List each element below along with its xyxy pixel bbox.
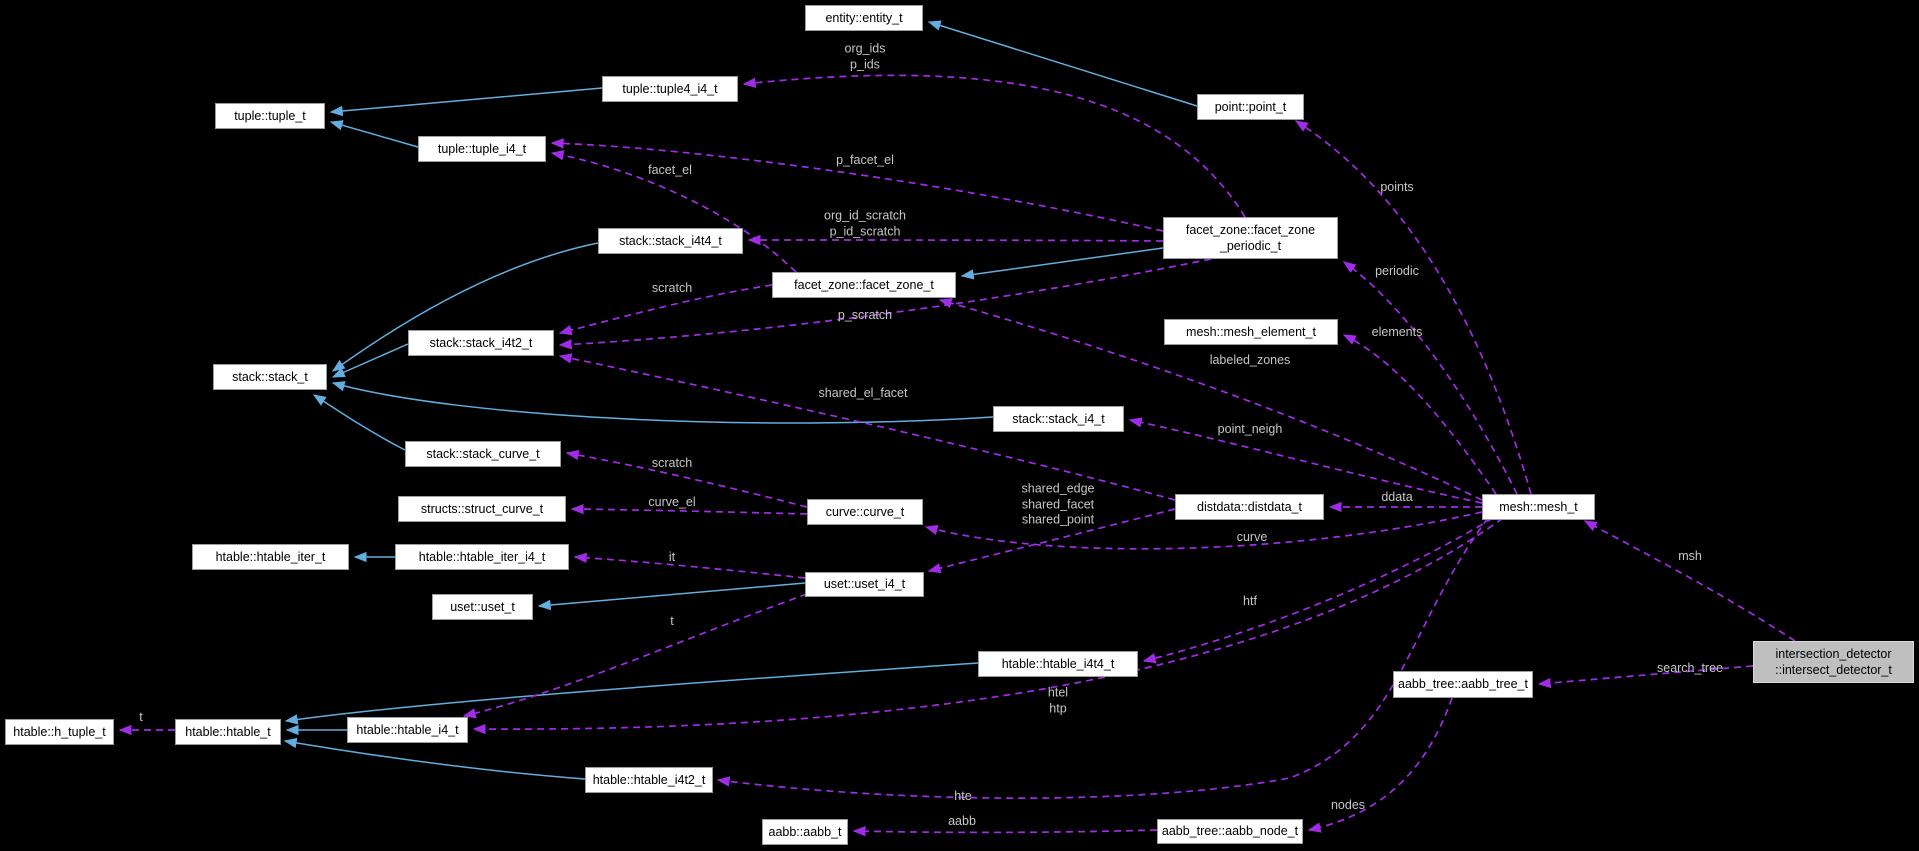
edge-uset-uset-i4-t-to-htable-htable-i4-t (462, 593, 808, 719)
edge-mesh-mesh-t-to-facet-zone-facet-zone-periodic-t (1342, 261, 1518, 495)
edge-mesh-mesh-t-to-htable-htable-i4t2-t (716, 517, 1489, 799)
edge-curve-curve-t-to-stack-stack-curve-t (565, 449, 808, 508)
edge-label-labeled_zones: labeled_zones (1209, 353, 1291, 368)
node-aabb-tree-aabb-tree-t[interactable]: aabb_tree::aabb_tree_t (1393, 671, 1533, 698)
node-htable-htable-iter-t[interactable]: htable::htable_iter_t (192, 544, 349, 570)
edge-facet-zone-facet-zone-t-to-stack-stack-i4t2-t (558, 284, 773, 336)
node-facet-zone-facet-zone-periodic-t[interactable]: facet_zone::facet_zone _periodic_t (1163, 217, 1338, 259)
edge-label-shared_edge: shared_edge shared_facet shared_point (1021, 481, 1095, 527)
edge-distdata-distdata-t-to-uset-uset-i4-t (927, 508, 1176, 574)
edge-intersection-detector-intersect-detector-t-to-aabb-tree-aabb-tree-t (1537, 665, 1754, 689)
edge-mesh-mesh-t-to-point-point-t (1294, 120, 1532, 495)
edge-label-hte: hte (954, 789, 972, 804)
edge-label-aabb: aabb (948, 814, 976, 829)
edge-stack-stack-i4t2-t-to-stack-stack-t (331, 343, 409, 378)
edge-label-points: points (1380, 180, 1414, 195)
node-intersection-detector-intersect-detector-t: intersection_detector ::intersect_detect… (1753, 641, 1914, 683)
edge-label-nodes: nodes (1330, 798, 1366, 813)
edge-label-msh: msh (1678, 549, 1702, 564)
edge-label-facet_el: facet_el (648, 163, 692, 178)
edge-label-point_neigh: point_neigh (1217, 422, 1283, 437)
node-distdata-distdata-t[interactable]: distdata::distdata_t (1175, 494, 1324, 520)
node-structs-struct-curve-t[interactable]: structs::struct_curve_t (398, 496, 566, 522)
edge-label-elements: elements (1371, 325, 1423, 340)
edge-mesh-mesh-t-to-facet-zone-facet-zone-t (938, 298, 1483, 501)
edge-label-org_ids: org_ids p_ids (844, 41, 886, 71)
edge-stack-stack-i4t4-t-to-stack-stack-t (331, 242, 599, 372)
node-curve-curve-t[interactable]: curve::curve_t (807, 499, 923, 525)
edge-facet-zone-facet-zone-periodic-t-to-tuple-tuple4-i4-t (742, 74, 1246, 218)
edge-label-shared_el_facet: shared_el_facet (818, 386, 908, 401)
node-stack-stack-i4-t[interactable]: stack::stack_i4_t (993, 406, 1124, 432)
edge-label-it: it (668, 550, 676, 565)
node-htable-htable-i4-t[interactable]: htable::htable_i4_t (347, 717, 468, 743)
edge-mesh-mesh-t-to-htable-htable-i4-t (472, 517, 1504, 735)
edge-label-scratch: scratch (651, 281, 693, 296)
node-htable-htable-i4t4-t[interactable]: htable::htable_i4t4_t (978, 651, 1138, 677)
edge-label-periodic: periodic (1375, 264, 1419, 279)
edge-stack-stack-curve-t-to-stack-stack-t (312, 394, 406, 451)
node-htable-htable-t[interactable]: htable::htable_t (175, 719, 281, 745)
edge-point-point-t-to-entity-entity-t (927, 20, 1198, 107)
edge-mesh-mesh-t-to-htable-htable-i4t4-t (1142, 517, 1494, 664)
edge-label-ddata: ddata (1381, 490, 1413, 505)
edge-htable-htable-i4t2-t-to-htable-htable-t (283, 737, 586, 780)
edge-mesh-mesh-t-to-stack-stack-i4-t (1128, 417, 1483, 504)
node-stack-stack-i4t2-t[interactable]: stack::stack_i4t2_t (408, 330, 554, 356)
edge-curve-curve-t-to-structs-struct-curve-t (570, 503, 808, 515)
edge-facet-zone-facet-zone-periodic-t-to-facet-zone-facet-zone-t (960, 247, 1164, 280)
edge-mesh-mesh-t-to-mesh-mesh-element-t (1342, 334, 1497, 495)
node-entity-entity-t[interactable]: entity::entity_t (805, 5, 923, 31)
edge-tuple-tuple-i4-t-to-tuple-tuple-t (329, 120, 419, 148)
edge-label-search_tree: search_tree (1656, 661, 1724, 676)
edge-uset-uset-i4-t-to-htable-htable-iter-i4-t (573, 552, 806, 579)
node-tuple-tuple-t[interactable]: tuple::tuple_t (215, 103, 325, 129)
edge-label-htf: htf (1243, 594, 1257, 609)
edge-label-org_id_scratch: org_id_scratch p_id_scratch (824, 208, 906, 238)
edge-uset-uset-i4-t-to-uset-uset-t (537, 582, 806, 611)
edge-label-scratch: scratch (651, 456, 693, 471)
edge-label-p_scratch: p_scratch (837, 308, 893, 323)
node-facet-zone-facet-zone-t[interactable]: facet_zone::facet_zone_t (772, 272, 956, 298)
node-uset-uset-i4-t[interactable]: uset::uset_i4_t (805, 572, 924, 597)
edge-aabb-tree-aabb-tree-t-to-aabb-tree-aabb-node-t (1307, 697, 1453, 833)
edge-label-p_facet_el: p_facet_el (836, 153, 894, 168)
edge-distdata-distdata-t-to-stack-stack-i4t2-t (558, 353, 1176, 501)
edge-facet-zone-facet-zone-t-to-tuple-tuple-i4-t (550, 150, 797, 273)
edge-aabb-tree-aabb-node-t-to-aabb-aabb-t (852, 826, 1158, 837)
edge-label-t: t (139, 710, 143, 725)
node-htable-htable-i4t2-t[interactable]: htable::htable_i4t2_t (585, 767, 713, 793)
edge-htable-htable-i4t4-t-to-htable-htable-t (284, 662, 979, 725)
node-stack-stack-t[interactable]: stack::stack_t (213, 364, 327, 390)
node-htable-h-tuple-t[interactable]: htable::h_tuple_t (5, 719, 114, 745)
node-mesh-mesh-t[interactable]: mesh::mesh_t (1482, 494, 1595, 520)
edge-facet-zone-facet-zone-periodic-t-to-stack-stack-i4t2-t (558, 258, 1212, 350)
edge-intersection-detector-intersect-detector-t-to-mesh-mesh-t (1583, 520, 1796, 642)
node-uset-uset-t[interactable]: uset::uset_t (432, 594, 533, 620)
node-tuple-tuple4-i4-t[interactable]: tuple::tuple4_i4_t (602, 76, 738, 102)
edge-facet-zone-facet-zone-periodic-t-to-stack-stack-i4t4-t (747, 234, 1164, 246)
edge-label-curve: curve (1236, 530, 1268, 545)
edge-stack-stack-i4-t-to-stack-stack-t (331, 381, 994, 424)
node-tuple-tuple-i4-t[interactable]: tuple::tuple_i4_t (418, 136, 546, 162)
edge-label-curve_el: curve_el (648, 495, 696, 510)
node-aabb-aabb-t[interactable]: aabb::aabb_t (762, 819, 848, 845)
node-stack-stack-curve-t[interactable]: stack::stack_curve_t (405, 441, 561, 467)
node-mesh-mesh-element-t[interactable]: mesh::mesh_element_t (1164, 319, 1338, 345)
edge-mesh-mesh-t-to-curve-curve-t (924, 511, 1483, 550)
edge-label-t: t (670, 614, 674, 629)
node-htable-htable-iter-i4-t[interactable]: htable::htable_iter_i4_t (395, 544, 569, 570)
edge-tuple-tuple4-i4-t-to-tuple-tuple-t (329, 87, 603, 117)
edge-label-htel: htel htp (1047, 685, 1069, 715)
node-point-point-t[interactable]: point::point_t (1197, 94, 1304, 120)
node-stack-stack-i4t4-t[interactable]: stack::stack_i4t4_t (598, 228, 743, 254)
node-aabb-tree-aabb-node-t[interactable]: aabb_tree::aabb_node_t (1157, 819, 1303, 844)
